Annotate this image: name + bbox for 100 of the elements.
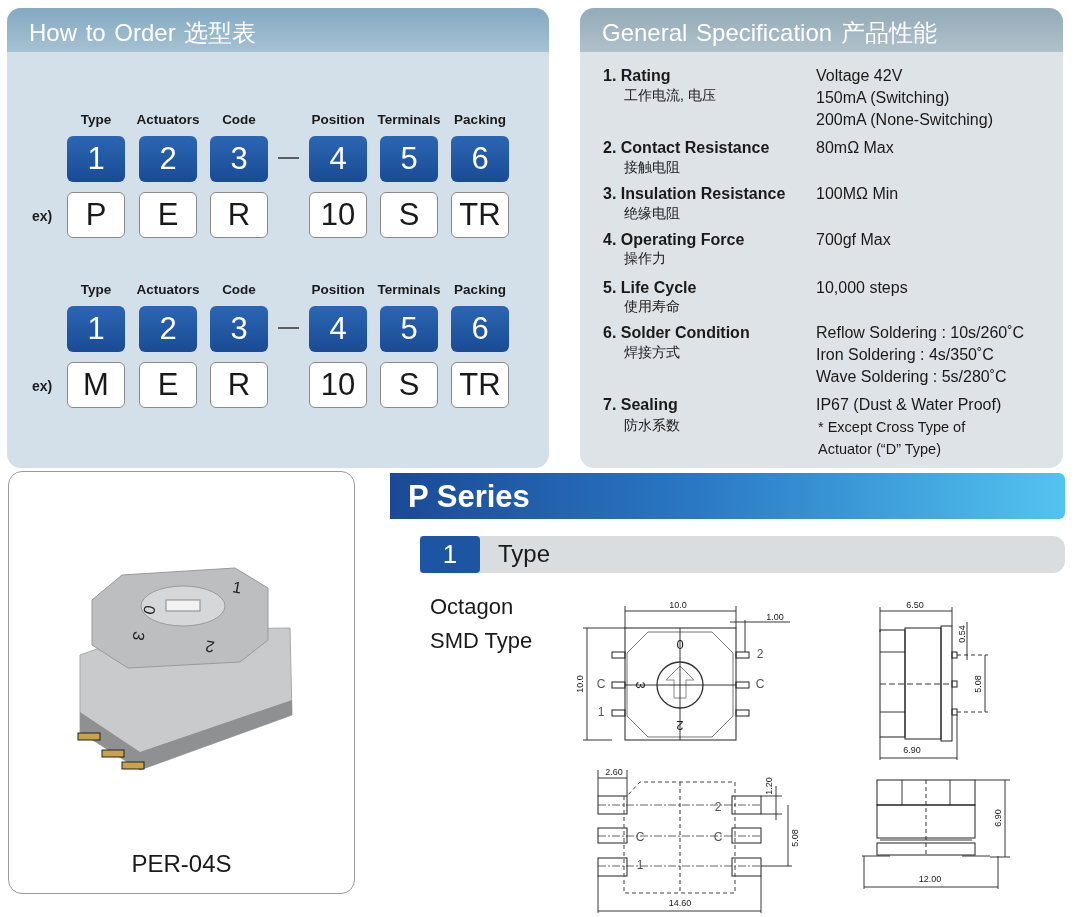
dimension-label: 5.08 [972, 675, 984, 693]
spec-term: 2. Contact Resistance [603, 138, 770, 158]
spec-term-chinese: 防水系数 [624, 416, 680, 434]
dimension-label: 10.0 [669, 599, 687, 611]
spec-value: Wave Soldering : 5s/280˚C [816, 367, 1007, 387]
code-box: 1 [67, 306, 125, 352]
column-heading: Terminals [376, 112, 442, 129]
pin-label: C [596, 678, 606, 692]
example-label: ex) [32, 207, 53, 225]
section-title: Type [498, 540, 551, 568]
dimension-label: 10.0 [574, 675, 586, 693]
panel-header: How to Order 选型表 [7, 8, 549, 52]
dimension-label: 1.20 [763, 777, 775, 795]
column-heading: Packing [453, 282, 507, 299]
code-box: 2 [139, 136, 197, 182]
dial-number: 2 [676, 717, 684, 733]
product-name: PER-04S [130, 850, 233, 878]
column-heading: Type [79, 282, 113, 299]
example-box: S [380, 192, 438, 238]
column-heading: Type [79, 112, 113, 129]
column-heading: Packing [453, 112, 507, 129]
spec-value: 150mA (Switching) [816, 88, 950, 108]
spec-term: 4. Operating Force [603, 230, 745, 250]
dial-number: 0 [140, 604, 160, 616]
spec-value: Voltage 42V [816, 66, 903, 86]
code-box: 3 [210, 136, 268, 182]
series-banner: P Series [390, 473, 1065, 519]
spec-value: 200mA (None-Switching) [816, 110, 993, 130]
spec-value: 700gf Max [816, 230, 891, 250]
dial-number: 2 [204, 636, 216, 656]
spec-term-chinese: 使用寿命 [624, 297, 680, 315]
example-label: ex) [32, 377, 53, 395]
dial-number: 3 [632, 681, 648, 689]
spec-value: Reflow Soldering : 10s/260˚C [816, 323, 1025, 343]
example-box: 10 [309, 362, 367, 408]
dimension-label: 5.08 [789, 829, 801, 847]
spec-value: IP67 (Dust & Water Proof) [816, 395, 1002, 415]
dimension-label: 1.00 [766, 611, 784, 623]
dimension-label: 14.60 [668, 897, 692, 909]
pin-label: C [635, 831, 645, 845]
spec-value: 80mΩ Max [816, 138, 894, 158]
column-heading: Position [310, 112, 366, 129]
dimension-label: 0.54 [956, 625, 968, 643]
spec-term: 1. Rating [603, 66, 671, 86]
example-box: 10 [309, 192, 367, 238]
pin-label: 1 [597, 706, 605, 720]
dimension-label: 6.90 [992, 809, 1004, 827]
dimension-label: 12.00 [918, 873, 942, 885]
code-box: 6 [451, 306, 509, 352]
example-box: E [139, 362, 197, 408]
spec-term-chinese: 绝缘电阻 [624, 204, 680, 222]
code-box: 5 [380, 136, 438, 182]
spec-value: 100MΩ Min [816, 184, 899, 204]
spec-term: 7. Sealing [603, 395, 678, 415]
dial-number: 3 [128, 630, 148, 642]
code-box: 4 [309, 306, 367, 352]
spec-term-chinese: 接触电阻 [624, 158, 680, 176]
column-heading: Actuators [135, 282, 201, 299]
column-heading: Actuators [135, 112, 201, 129]
pin-label: 2 [714, 801, 722, 815]
spec-term: 6. Solder Condition [603, 323, 750, 343]
spec-value: Iron Soldering : 4s/350˚C [816, 345, 994, 365]
dial-number: 0 [676, 637, 684, 653]
dimension-label: 6.50 [906, 599, 924, 611]
column-heading: Terminals [376, 282, 442, 299]
example-box: R [210, 192, 268, 238]
spec-term-chinese: 焊接方式 [624, 343, 680, 361]
spec-note: * Except Cross Type of Actuator (“D” Type) [818, 418, 967, 459]
spec-term: 5. Life Cycle [603, 278, 697, 298]
spec-term-chinese: 工作电流, 电压 [624, 86, 716, 104]
code-box: 6 [451, 136, 509, 182]
example-box: S [380, 362, 438, 408]
spec-term: 3. Insulation Resistance [603, 184, 786, 204]
dimension-label: 2.60 [605, 766, 623, 778]
product-type-title: Octagon SMD Type [430, 593, 534, 655]
order-panel [7, 8, 549, 468]
code-box: 2 [139, 306, 197, 352]
spec-term-chinese: 操作力 [624, 249, 666, 267]
example-box: R [210, 362, 268, 408]
panel-header: General Specification 产品性能 [580, 8, 1063, 52]
pin-label: 2 [756, 648, 764, 662]
example-box: M [67, 362, 125, 408]
pin-label: C [755, 678, 765, 692]
section-number-box: 1 [420, 536, 480, 573]
spec-value: 10,000 steps [816, 278, 908, 298]
example-box: TR [451, 192, 509, 238]
code-box: 4 [309, 136, 367, 182]
column-heading: Code [221, 282, 257, 299]
column-heading: Position [310, 282, 366, 299]
code-box: 3 [210, 306, 268, 352]
example-box: E [139, 192, 197, 238]
dimension-label: 6.90 [903, 744, 921, 756]
pin-label: 1 [636, 859, 644, 873]
code-box: 1 [67, 136, 125, 182]
specification-panel [580, 8, 1063, 468]
example-box: P [67, 192, 125, 238]
column-heading: Code [221, 112, 257, 129]
dial-number: 1 [231, 578, 243, 598]
code-box: 5 [380, 306, 438, 352]
pin-label: C [713, 831, 723, 845]
